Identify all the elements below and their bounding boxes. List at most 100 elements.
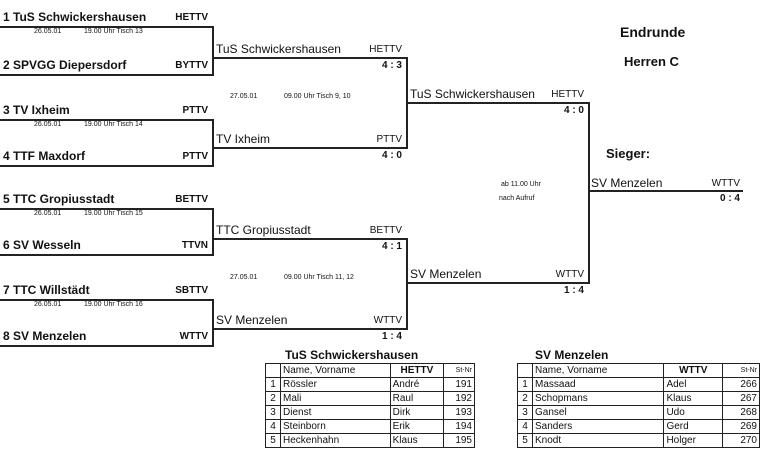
team-verband: PTTV	[182, 105, 208, 116]
bracket-connector	[212, 299, 214, 347]
team-name: SV Menzelen	[216, 313, 288, 327]
winner-name: SV Menzelen	[591, 176, 663, 190]
team-name: 6 SV Wesseln	[3, 238, 81, 252]
player-rank: 1	[517, 377, 533, 392]
team-name: 2 SPVGG Diepersdorf	[3, 58, 127, 72]
player-lastname: Mali	[280, 391, 391, 406]
player-firstname: Holger	[663, 433, 724, 448]
player-lastname: Gansel	[531, 405, 665, 420]
player-firstname: Udo	[663, 405, 724, 420]
team-verband: WTTV	[373, 315, 402, 326]
bracket-connector	[212, 208, 214, 256]
player-firstname: André	[389, 377, 445, 392]
match-score: 1 : 4	[381, 331, 402, 342]
team-name: TuS Schwickershausen	[216, 42, 341, 56]
final-time: ab 11.00 Uhr	[501, 181, 541, 188]
team-verband: WTTV	[555, 269, 584, 280]
team-name: 4 TTF Maxdorf	[3, 149, 86, 163]
player-rank: 5	[517, 433, 533, 448]
team-verband: PTTV	[182, 151, 208, 162]
bracket-connector	[212, 26, 214, 76]
winner-score: 0 : 4	[719, 193, 740, 204]
team-name: TV Ixheim	[216, 132, 271, 146]
team-verband: BYTTV	[175, 60, 208, 71]
winner-label: Sieger:	[606, 146, 651, 161]
player-number: 270	[722, 433, 760, 448]
player-firstname: Gerd	[663, 419, 724, 434]
match-score: 4 : 3	[381, 60, 402, 71]
player-lastname: Massaad	[531, 377, 665, 392]
bracket-line	[212, 57, 408, 59]
match-score: 4 : 1	[381, 241, 402, 252]
team-name: 1 TuS Schwickershausen	[3, 10, 147, 24]
player-number: 269	[722, 419, 760, 434]
match-time: 19.00 Uhr Tisch 16	[84, 301, 143, 308]
bracket-line	[0, 299, 214, 301]
player-rank: 3	[265, 405, 281, 420]
bracket-connector	[212, 119, 214, 167]
name-header: Name, Vorname	[280, 363, 391, 378]
bracket-line	[212, 238, 408, 240]
team-verband: HETTV	[551, 89, 584, 100]
player-firstname: Erik	[389, 419, 445, 434]
verband-header: WTTV	[663, 363, 724, 378]
name-header: Name, Vorname	[531, 363, 665, 378]
match-score: 1 : 4	[563, 285, 584, 296]
player-lastname: Schopmans	[531, 391, 665, 406]
player-firstname: Klaus	[389, 433, 445, 448]
subtitle: Herren C	[624, 54, 679, 69]
bracket-line	[0, 74, 214, 76]
bracket-line	[406, 102, 590, 104]
bracket-line	[0, 165, 214, 167]
player-rank: 2	[265, 391, 281, 406]
winner-verband: WTTV	[711, 178, 740, 189]
team-verband: TTVN	[181, 240, 208, 251]
team-name: SV Menzelen	[410, 267, 482, 281]
match-score: 4 : 0	[563, 105, 584, 116]
match-date: 27.05.01	[230, 93, 258, 100]
bracket-line	[0, 119, 214, 121]
team-verband: WTTV	[179, 331, 208, 342]
player-number: 268	[722, 405, 760, 420]
match-score: 4 : 0	[381, 150, 402, 161]
match-time: 19.00 Uhr Tisch 13	[84, 28, 143, 35]
player-lastname: Dienst	[280, 405, 391, 420]
player-lastname: Rössler	[280, 377, 391, 392]
player-number: 266	[722, 377, 760, 392]
match-date: 27.05.01	[230, 274, 258, 281]
team-verband: PTTV	[376, 134, 402, 145]
player-rank: 4	[517, 419, 533, 434]
team-name: 3 TV Ixheim	[3, 103, 70, 117]
final-note: nach Aufruf	[499, 195, 535, 202]
bracket-line	[212, 147, 408, 149]
match-time: 19.00 Uhr Tisch 15	[84, 210, 143, 217]
player-number: 193	[443, 405, 475, 420]
bracket-connector	[588, 102, 590, 284]
roster-title: SV Menzelen	[535, 348, 609, 362]
player-rank: 5	[265, 433, 281, 448]
bracket-line	[0, 26, 214, 28]
player-rank: 1	[265, 377, 281, 392]
match-time: 09.00 Uhr Tisch 9, 10	[284, 93, 351, 100]
match-time: 09.00 Uhr Tisch 11, 12	[284, 274, 354, 281]
nr-header: St-Nr	[722, 363, 760, 378]
player-rank: 3	[517, 405, 533, 420]
verband-header: HETTV	[389, 363, 445, 378]
team-name: 7 TTC Willstädt	[3, 283, 90, 297]
match-time: 19.00 Uhr Tisch 14	[84, 121, 143, 128]
player-rank: 4	[265, 419, 281, 434]
player-rank: 2	[517, 391, 533, 406]
team-name: 5 TTC Gropiusstadt	[3, 192, 115, 206]
player-lastname: Heckenhahn	[280, 433, 391, 448]
bracket-line	[406, 282, 590, 284]
team-verband: BETTV	[175, 194, 208, 205]
